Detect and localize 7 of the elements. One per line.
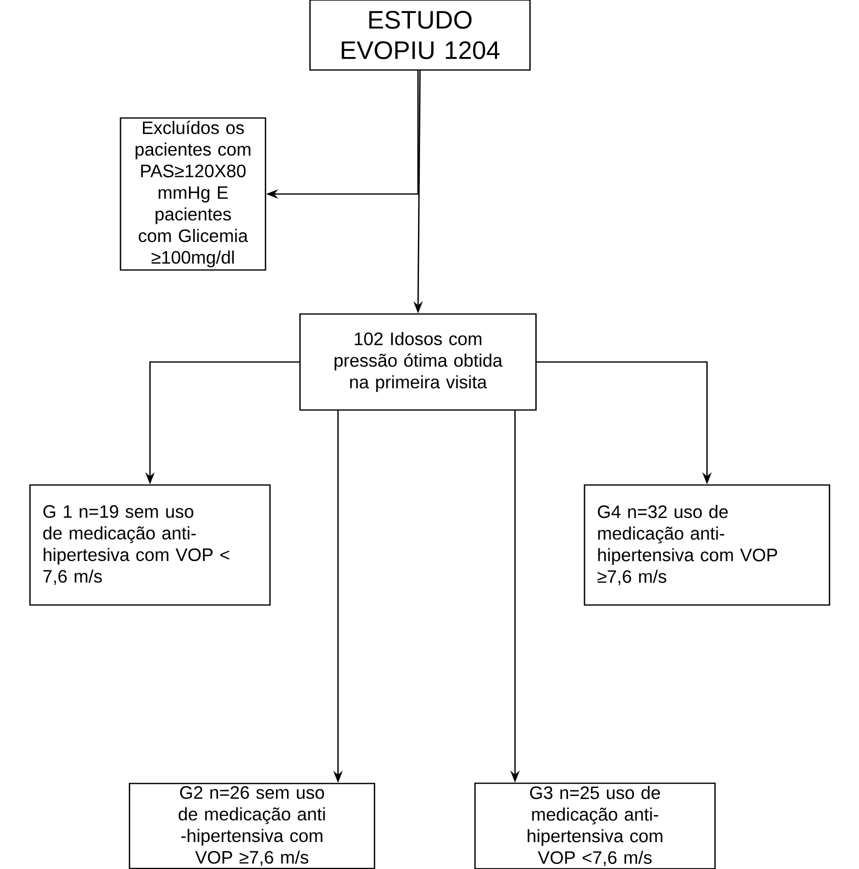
group-box: G4 n=32 uso de medicação anti- hipertensiva com VOP ≥7,6 m/s bbox=[584, 484, 830, 606]
group-box: G2 n=26 sem uso de medicação anti -hipertensiva com VOP ≥7,6 m/s bbox=[128, 782, 376, 869]
group-box: G 1 n=19 sem uso de medicação anti- hipertesiva com VOP < 7,6 m/s bbox=[29, 484, 271, 606]
sample-box: 102 Idosos com pressão ótima obtida na primeira visita bbox=[299, 313, 537, 411]
group-box: G3 n=25 uso de medicação anti- hipertensiva com VOP <7,6 m/s bbox=[474, 782, 716, 869]
exclusion-box: Excluídos os pacientes com PAS≥120X80 mmHg E pacientes com Glicemia ≥100mg/dl bbox=[120, 117, 266, 271]
study-box: ESTUDO EVOPIU 1204 bbox=[309, 0, 531, 71]
